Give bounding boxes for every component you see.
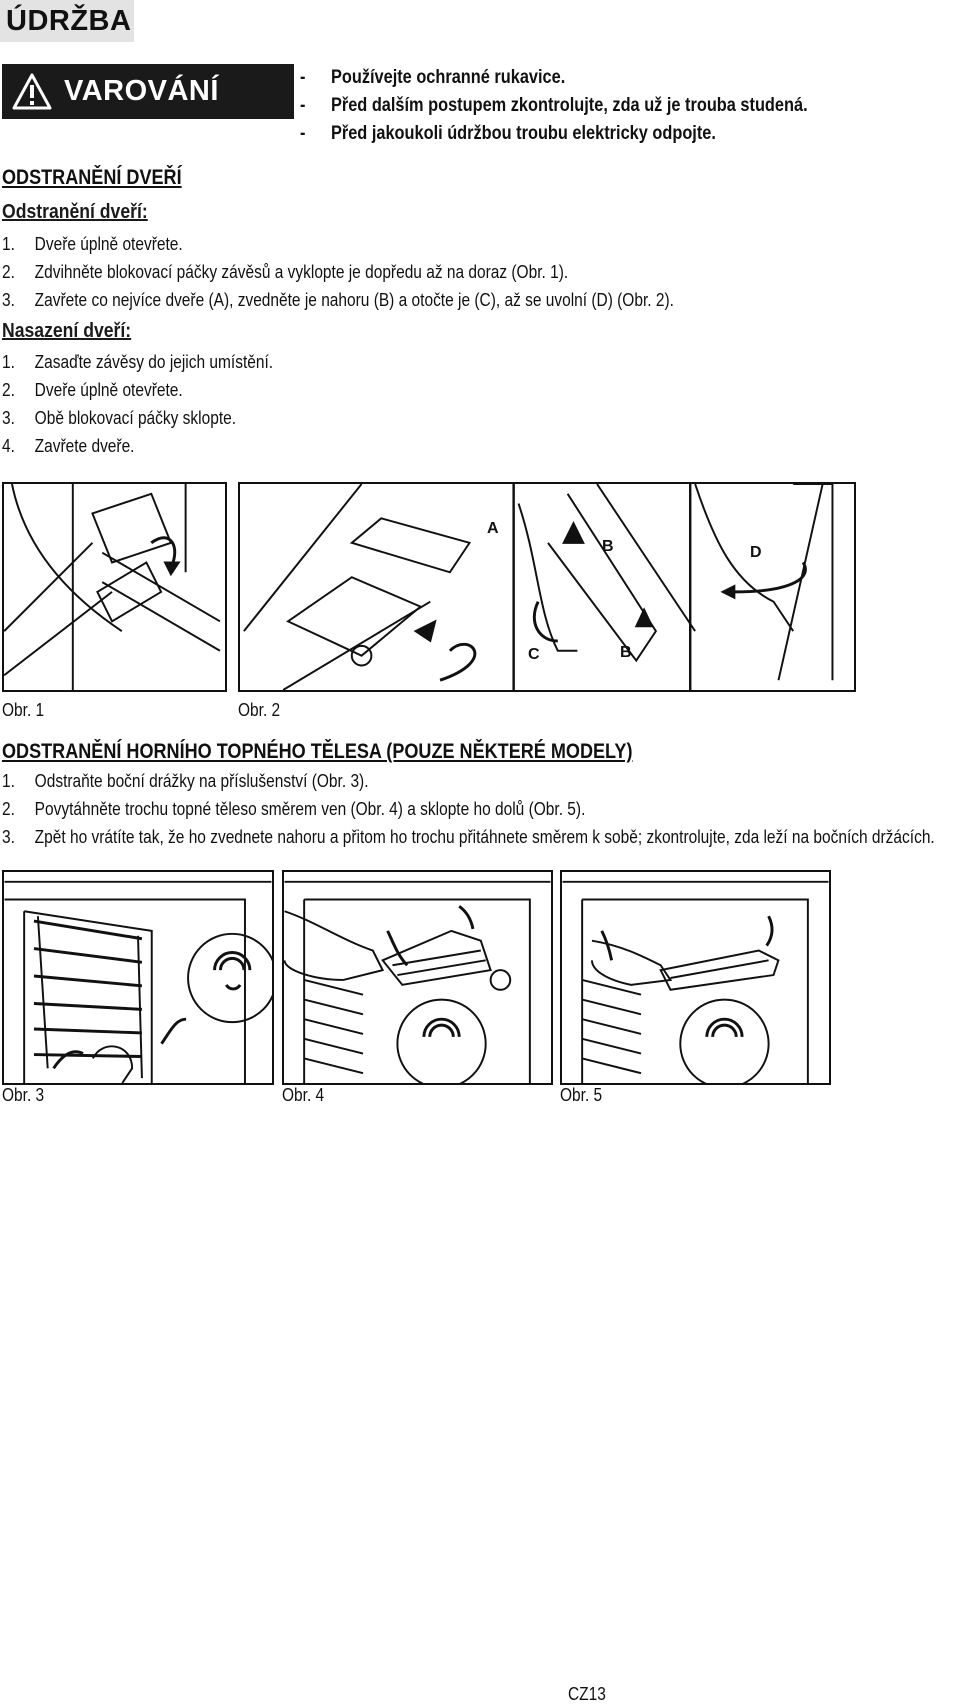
label-b-top: B xyxy=(602,538,614,555)
warning-banner: VAROVÁNÍ xyxy=(2,64,294,119)
warning-list: -Používejte ochranné rukavice. -Před dal… xyxy=(300,64,890,148)
list-item: 2.Dveře úplně otevřete. xyxy=(2,380,183,400)
figure-2-door-illustration: A B B C D xyxy=(238,482,856,692)
list-item: 3.Zpět ho vrátíte tak, že ho zvednete na… xyxy=(2,827,935,847)
list-item: 1.Odstraňte boční drážky na příslušenstv… xyxy=(2,771,369,791)
list-item: 3.Zavřete co nejvíce dveře (A), zvedněte… xyxy=(2,290,674,310)
figure-1-caption: Obr. 1 xyxy=(2,700,45,720)
list-item: 1.Dveře úplně otevřete. xyxy=(2,234,183,254)
list-item: 4.Zavřete dveře. xyxy=(2,436,135,456)
warning-label: VAROVÁNÍ xyxy=(64,75,219,107)
figure-3-caption: Obr. 3 xyxy=(2,1085,45,1105)
door-removal-heading: ODSTRANĚNÍ DVEŘÍ xyxy=(2,166,182,189)
warning-item: -Používejte ochranné rukavice. xyxy=(300,67,566,88)
figure-5-oven-illustration xyxy=(560,870,831,1085)
list-item: 3.Obě blokovací páčky sklopte. xyxy=(2,408,237,428)
removal-subheading: Odstranění dveří: xyxy=(2,201,148,223)
list-item: 2.Povytáhněte trochu topné těleso směrem… xyxy=(2,799,586,819)
figure-4-caption: Obr. 4 xyxy=(282,1085,325,1105)
refit-subheading: Nasazení dveří: xyxy=(2,320,132,342)
warning-item: -Před dalším postupem zkontrolujte, zda … xyxy=(300,95,808,116)
label-d: D xyxy=(750,544,762,561)
figure-1-hinge-illustration xyxy=(2,482,227,692)
list-item: 2.Zdvihněte blokovací páčky závěsů a vyk… xyxy=(2,262,569,282)
warning-triangle-icon xyxy=(12,73,52,109)
figure-3-oven-illustration xyxy=(2,870,274,1085)
figure-4-oven-illustration xyxy=(282,870,553,1085)
warning-item: -Před jakoukoli údržbou troubu elektrick… xyxy=(300,123,716,144)
list-item: 1.Zasaďte závěsy do jejich umístění. xyxy=(2,352,274,372)
label-b-bottom: B xyxy=(620,644,632,661)
label-c: C xyxy=(528,646,540,663)
label-a: A xyxy=(487,520,499,537)
page-title: ÚDRŽBA xyxy=(0,0,134,42)
figure-2-caption: Obr. 2 xyxy=(238,700,281,720)
heating-element-steps: 1.Odstraňte boční drážky na příslušenstv… xyxy=(2,767,960,851)
refit-steps: 1.Zasaďte závěsy do jejich umístění. 2.D… xyxy=(2,348,317,460)
heating-element-heading: ODSTRANĚNÍ HORNÍHO TOPNÉHO TĚLESA (POUZE… xyxy=(2,740,633,763)
figure-5-caption: Obr. 5 xyxy=(560,1085,603,1105)
removal-steps: 1.Dveře úplně otevřete. 2.Zdvihněte blok… xyxy=(2,230,783,314)
page-number: CZ13 xyxy=(568,1684,606,1704)
